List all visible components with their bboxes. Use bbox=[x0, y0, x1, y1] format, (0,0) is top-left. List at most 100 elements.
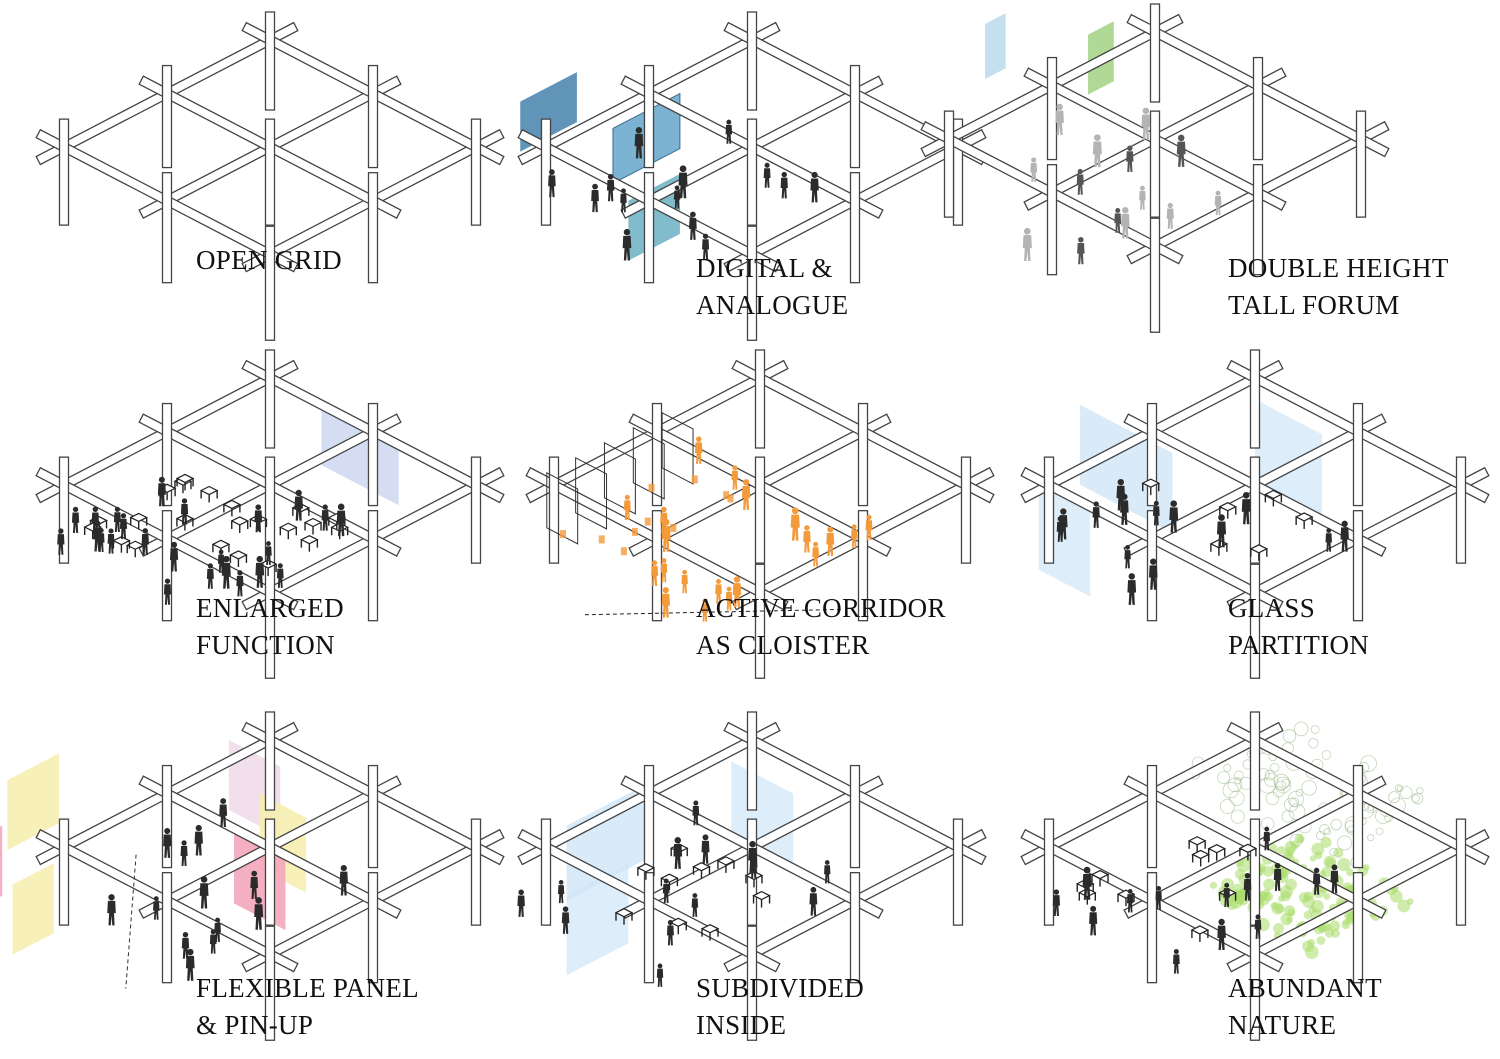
foliage bbox=[1262, 865, 1274, 877]
column bbox=[1252, 56, 1264, 161]
person-figure bbox=[57, 528, 65, 555]
person-figure bbox=[254, 897, 264, 930]
tree-canopy bbox=[1411, 792, 1424, 805]
person-figure bbox=[336, 503, 346, 537]
column bbox=[1149, 110, 1161, 218]
person-figure bbox=[591, 183, 599, 213]
person-figure bbox=[1254, 914, 1262, 939]
person-figure bbox=[850, 524, 858, 548]
panel-enlarged-function bbox=[35, 349, 505, 679]
person-figure bbox=[1089, 905, 1098, 936]
column bbox=[161, 172, 173, 284]
person-figure bbox=[1092, 134, 1102, 168]
person-figure bbox=[1312, 867, 1321, 895]
person-figure bbox=[1055, 103, 1064, 136]
person-figure bbox=[221, 555, 231, 589]
column bbox=[1046, 164, 1058, 276]
person-figure bbox=[810, 171, 819, 203]
column bbox=[540, 818, 552, 926]
tree-canopy bbox=[1281, 778, 1291, 788]
tree-canopy bbox=[1375, 827, 1384, 836]
person-figure bbox=[1155, 886, 1162, 910]
panel-occupants bbox=[107, 798, 348, 989]
caption-line: ACTIVE CORRIDOR bbox=[696, 593, 946, 623]
tree-canopy bbox=[1411, 794, 1420, 803]
person-figure bbox=[731, 465, 739, 490]
person-figure bbox=[1124, 545, 1131, 569]
person-figure bbox=[209, 929, 217, 954]
caption-double-height: DOUBLE HEIGHT TALL FORUM bbox=[1228, 250, 1449, 324]
column bbox=[470, 118, 482, 226]
person-figure bbox=[741, 479, 751, 510]
caption-line: NATURE bbox=[1228, 1010, 1337, 1040]
person-figure bbox=[1340, 520, 1349, 552]
panel-glass-partition bbox=[1020, 349, 1490, 679]
caption-line: INSIDE bbox=[696, 1010, 787, 1040]
person-figure bbox=[661, 587, 670, 618]
tree-canopy bbox=[1310, 725, 1320, 734]
tree-canopy bbox=[1308, 738, 1319, 749]
foliage bbox=[1389, 889, 1403, 903]
desk bbox=[1238, 843, 1258, 861]
column bbox=[1046, 56, 1058, 161]
person-figure bbox=[660, 506, 668, 534]
desk bbox=[1191, 849, 1211, 867]
pin-up-card bbox=[598, 535, 605, 544]
person-figure bbox=[694, 436, 703, 464]
foliage bbox=[1298, 892, 1310, 903]
person-figure bbox=[701, 598, 709, 622]
panel-fill bbox=[321, 410, 399, 506]
desk bbox=[636, 863, 656, 880]
column bbox=[367, 872, 379, 984]
panel-occupants bbox=[546, 411, 873, 622]
column bbox=[1043, 818, 1055, 926]
tree-canopy bbox=[1265, 791, 1280, 806]
pin-up-card bbox=[648, 483, 655, 492]
person-figure bbox=[1116, 478, 1126, 511]
desk bbox=[1294, 512, 1314, 529]
person-figure bbox=[1263, 826, 1270, 851]
column bbox=[470, 456, 482, 564]
person-figure bbox=[826, 526, 835, 556]
caption-line: SUBDIVIDED bbox=[696, 973, 864, 1003]
caption-line: TALL FORUM bbox=[1228, 290, 1400, 320]
desk bbox=[175, 473, 195, 491]
person-figure bbox=[169, 541, 179, 572]
foliage bbox=[1311, 899, 1324, 913]
panel-flexible-panel bbox=[0, 711, 505, 1041]
pin-up-card bbox=[560, 530, 567, 539]
person-figure bbox=[1059, 508, 1068, 540]
person-figure bbox=[71, 506, 80, 534]
column bbox=[754, 349, 766, 449]
person-figure bbox=[748, 840, 757, 874]
tree-canopy bbox=[1269, 762, 1280, 773]
tree-canopy bbox=[1289, 833, 1303, 847]
person-figure bbox=[1273, 862, 1282, 891]
desk bbox=[1207, 844, 1227, 861]
caption-line: DOUBLE HEIGHT bbox=[1228, 253, 1449, 283]
column bbox=[1249, 349, 1261, 449]
caption-digital-analogue: DIGITAL &ANALOGUE bbox=[696, 250, 848, 324]
person-figure bbox=[702, 233, 710, 260]
column bbox=[264, 349, 276, 449]
person-figure bbox=[1077, 236, 1085, 265]
tree-canopy bbox=[1233, 770, 1244, 781]
tree-canopy bbox=[1289, 797, 1300, 808]
column bbox=[1149, 217, 1161, 333]
person-figure bbox=[107, 894, 116, 926]
person-figure bbox=[809, 886, 818, 916]
tree-canopy bbox=[1367, 833, 1375, 842]
desk bbox=[303, 517, 323, 535]
column bbox=[367, 402, 379, 507]
column bbox=[746, 11, 758, 111]
wall-panel bbox=[7, 753, 59, 851]
person-figure bbox=[1217, 918, 1226, 951]
column bbox=[849, 64, 861, 169]
tree-canopy bbox=[1264, 772, 1279, 788]
column bbox=[264, 925, 276, 1041]
column bbox=[58, 818, 70, 926]
pin-up-card bbox=[644, 517, 651, 526]
person-figure bbox=[1176, 134, 1186, 167]
panel-occupants bbox=[1022, 103, 1222, 265]
